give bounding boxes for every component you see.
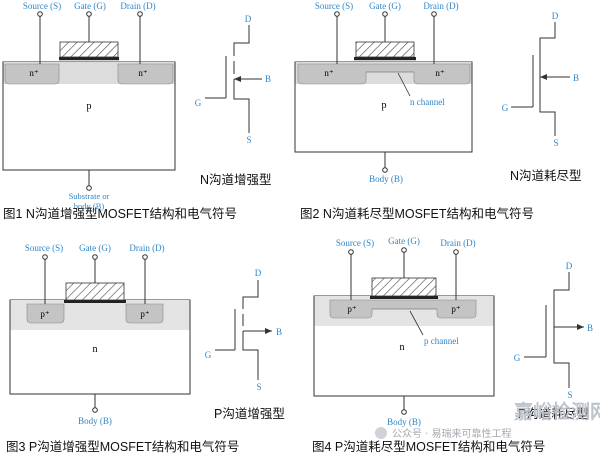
gate-electrode (65, 282, 125, 301)
drain-region-label: n⁺ (138, 68, 148, 78)
watermark: 嘉峪检测网 公众号 · 易瑞来可靠性工程 (375, 400, 600, 440)
source-region-label: p⁺ (347, 304, 357, 314)
type-label: P沟道增强型 (214, 406, 285, 421)
body-terminal-label: Body (B) (369, 174, 403, 184)
cross-section-3: Source (S) Gate (G) Drain (D) p⁺ p⁺ n Bo… (9, 243, 191, 426)
symbol-4 (524, 272, 584, 388)
gate-oxide (64, 300, 126, 303)
caption: 图1 N沟道增强型MOSFET结构和电气符号 (3, 206, 237, 221)
gate-terminal-label: Gate (G) (74, 1, 106, 11)
substrate-region-label: p (382, 100, 387, 111)
caption: 图4 P沟道耗尽型MOSFET结构和电气符号 (312, 439, 545, 454)
wechat-icon (375, 427, 387, 439)
type-label: P沟道耗尽型 (518, 407, 589, 421)
symbol-source-label: S (553, 138, 558, 148)
symbol-3 (215, 280, 272, 380)
symbol-drain-label: D (255, 268, 262, 278)
substrate-region-label: n (400, 342, 405, 353)
gate-oxide (370, 296, 438, 299)
symbol-2 (511, 22, 570, 136)
source-region-label: p⁺ (40, 309, 50, 319)
symbol-gate-label: G (205, 350, 212, 360)
body-terminal-label: Body (B) (78, 416, 112, 426)
symbol-source-label: S (567, 390, 572, 400)
channel-label: p channel (424, 336, 459, 346)
panel-1: Source (S) Gate (G) Drain (D) n⁺ n⁺ p Su… (2, 1, 272, 221)
drain-terminal-label: Drain (D) (440, 238, 475, 248)
symbol-drain-label: D (566, 261, 573, 271)
type-label: N沟道耗尽型 (510, 169, 582, 183)
gate-electrode (355, 41, 415, 58)
panel-2: Source (S) Gate (G) Drain (D) n⁺ n⁺ p n … (294, 1, 582, 221)
symbol-body-label: B (265, 74, 271, 84)
symbol-drain-label: D (552, 11, 559, 21)
gate-terminal-label: Gate (G) (79, 243, 111, 253)
gate-terminal-label: Gate (G) (369, 1, 401, 11)
symbol-gate-label: G (502, 103, 509, 113)
symbol-body-label: B (573, 73, 579, 83)
source-region-label: n⁺ (324, 68, 334, 78)
drain-diffusion (125, 303, 164, 324)
cross-section-4: Source (S) Gate (G) Drain (D) p⁺ p⁺ n p … (313, 236, 495, 427)
drain-terminal-label: Drain (D) (423, 1, 458, 11)
source-diffusion (26, 303, 65, 324)
drain-terminal-label: Drain (D) (120, 1, 155, 11)
gate-terminal-label: Gate (G) (388, 236, 420, 246)
symbol-source-label: S (256, 382, 261, 392)
cross-section-2: Source (S) Gate (G) Drain (D) n⁺ n⁺ p n … (294, 1, 473, 184)
drain-region-label: n⁺ (435, 68, 445, 78)
symbol-1 (205, 25, 262, 133)
gate-oxide (59, 57, 119, 61)
symbol-body-label: B (587, 323, 593, 333)
caption: 图2 N沟道耗尽型MOSFET结构和电气符号 (300, 206, 534, 221)
cross-section-1: Source (S) Gate (G) Drain (D) n⁺ n⁺ p Su… (2, 1, 176, 211)
source-diffusion (4, 63, 60, 85)
symbol-gate-label: G (514, 353, 521, 363)
symbol-body-label: B (276, 327, 282, 337)
gate-electrode (59, 41, 119, 58)
source-region-label: n⁺ (29, 68, 39, 78)
source-terminal-label: Source (S) (25, 243, 63, 253)
drain-region-label: p⁺ (140, 309, 150, 319)
symbol-gate-label: G (195, 98, 202, 108)
source-terminal-label: Source (S) (315, 1, 353, 11)
drain-diffusion (117, 63, 174, 85)
type-label: N沟道增强型 (200, 172, 272, 187)
drain-region-label: p⁺ (451, 304, 461, 314)
panel-3: Source (S) Gate (G) Drain (D) p⁺ p⁺ n Bo… (6, 243, 285, 454)
source-terminal-label: Source (S) (336, 238, 374, 248)
source-terminal-label: Source (S) (23, 1, 61, 11)
symbol-drain-label: D (245, 14, 252, 24)
watermark-account: 公众号 · 易瑞来可靠性工程 (392, 427, 512, 440)
panel-4: Source (S) Gate (G) Drain (D) p⁺ p⁺ n p … (312, 236, 593, 454)
symbol-source-label: S (246, 135, 251, 145)
drain-terminal-label: Drain (D) (129, 243, 164, 253)
caption: 图3 P沟道增强型MOSFET结构和电气符号 (6, 439, 239, 454)
substrate-region-label: p (87, 101, 92, 112)
channel-label: n channel (410, 97, 445, 107)
watermark-brand: 嘉峪检测网 (513, 400, 600, 423)
gate-electrode (371, 277, 437, 297)
gate-oxide (354, 57, 416, 61)
substrate-region-label: n (93, 344, 98, 355)
body-terminal-label: Body (B) (387, 417, 421, 427)
